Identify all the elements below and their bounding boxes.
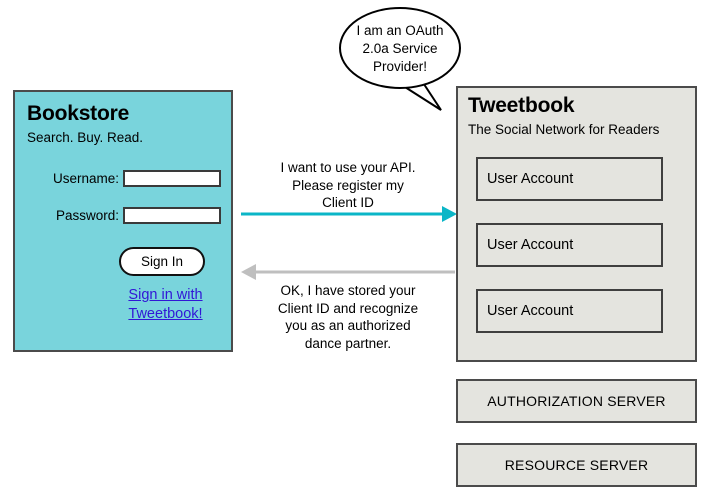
username-input[interactable]: [123, 170, 221, 187]
user-account-box[interactable]: User Account: [476, 289, 663, 333]
user-account-box[interactable]: User Account: [476, 157, 663, 201]
arrow-response-label: OK, I have stored your Client ID and rec…: [277, 283, 419, 351]
tweetbook-panel: Tweetbook The Social Network for Readers…: [456, 86, 697, 362]
username-field-row: Username:: [21, 170, 221, 187]
arrow-request-label: I want to use your API. Please register …: [280, 160, 416, 210]
resource-server-box: RESOURCE SERVER: [456, 443, 697, 487]
password-field-row: Password:: [21, 207, 221, 224]
authorization-server-box: AUTHORIZATION SERVER: [456, 379, 697, 423]
bookstore-tagline: Search. Buy. Read.: [27, 130, 144, 145]
arrow-response: [241, 264, 455, 280]
bookstore-panel: Bookstore Search. Buy. Read. Username: P…: [13, 90, 233, 352]
tweetbook-title: Tweetbook: [468, 94, 575, 117]
user-account-box[interactable]: User Account: [476, 223, 663, 267]
username-label: Username:: [52, 171, 119, 186]
sign-in-button[interactable]: Sign In: [119, 247, 205, 276]
tweetbook-tagline: The Social Network for Readers: [468, 122, 660, 137]
speech-bubble-text: I am an OAuth 2.0a Service Provider!: [356, 23, 444, 74]
password-input[interactable]: [123, 207, 221, 224]
password-label: Password:: [55, 208, 119, 223]
sign-in-with-tweetbook-link[interactable]: Sign in with Tweetbook!: [128, 287, 203, 322]
bookstore-title: Bookstore: [27, 102, 130, 125]
